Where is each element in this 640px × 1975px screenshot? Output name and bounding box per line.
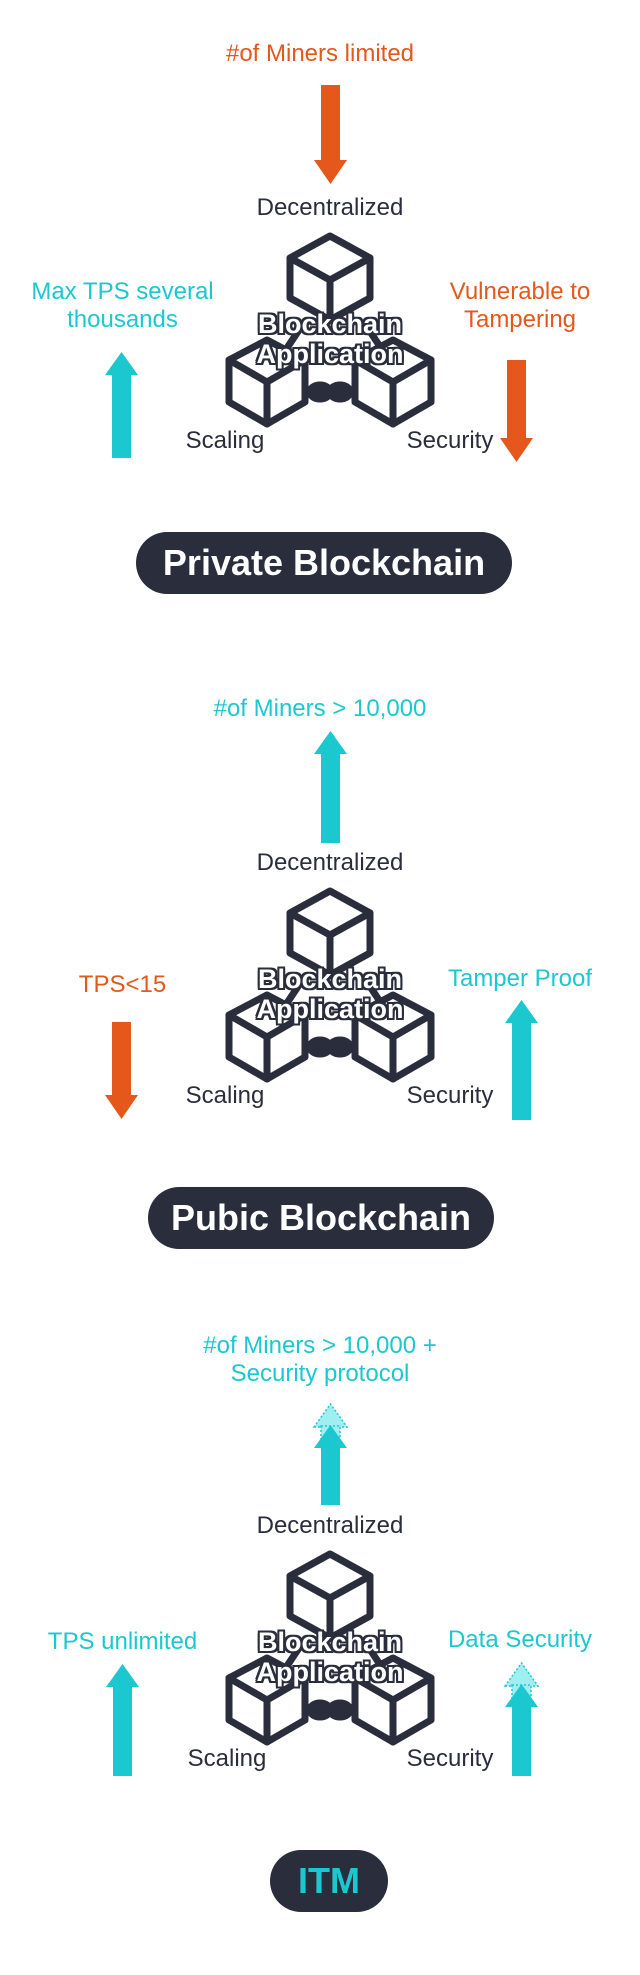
private-blockchain-panel: #of Miners limited Decentralized Max TPS… <box>0 0 640 640</box>
security-label: Security <box>406 427 494 454</box>
security-label: Security <box>406 1082 494 1109</box>
left-note-line2: thousands <box>67 305 178 333</box>
left-note: Max TPS several thousands <box>20 278 225 333</box>
decentralized-label: Decentralized <box>256 849 404 876</box>
top-note: #of Miners > 10,000 <box>213 695 427 722</box>
top-arrow-down <box>314 85 347 184</box>
right-note: Vulnerable to Tampering <box>420 278 620 333</box>
blockchain-hub: Blockchain Application <box>225 232 435 432</box>
blockchain-network-icon <box>225 1550 435 1746</box>
top-note-line2: Security protocol <box>230 1359 410 1387</box>
scaling-label: Scaling <box>185 427 265 454</box>
blockchain-network-icon <box>225 232 435 428</box>
right-note-line1: Vulnerable to <box>449 278 591 305</box>
decentralized-label: Decentralized <box>256 194 404 221</box>
hub-label: Blockchain Application <box>225 309 435 369</box>
security-arrow-up <box>505 1684 538 1776</box>
hub-label-line2: Application <box>256 1656 404 1687</box>
top-note: #of Miners limited <box>225 40 415 67</box>
scaling-arrow-up <box>106 1664 139 1776</box>
scaling-label: Scaling <box>187 1745 267 1772</box>
security-arrow-down <box>500 360 533 462</box>
right-note: Tamper Proof <box>447 965 593 992</box>
hub-label-line1: Blockchain <box>257 1627 403 1657</box>
hub-label-line1: Blockchain <box>257 309 403 339</box>
security-arrow-up <box>505 1000 538 1120</box>
blockchain-network-icon <box>225 887 435 1083</box>
scaling-arrow-down <box>105 1022 138 1119</box>
hub-label: Blockchain Application <box>225 964 435 1024</box>
panel-arrows <box>106 1402 540 1776</box>
right-note-line2: Tampering <box>463 305 577 333</box>
top-arrow-up <box>314 731 347 843</box>
hub-label-line2: Application <box>256 993 404 1024</box>
top-note-line1: #of Miners > 10,000 + <box>203 1332 437 1359</box>
scaling-label: Scaling <box>185 1082 265 1109</box>
top-note: #of Miners > 10,000 + Security protocol <box>150 1332 490 1387</box>
left-note: TPS unlimited <box>47 1628 198 1655</box>
blockchain-hub: Blockchain Application <box>225 887 435 1087</box>
hub-label-line2: Application <box>256 338 404 369</box>
panel-title-pill: ITM <box>270 1850 388 1912</box>
scaling-arrow-up <box>105 352 138 458</box>
itm-panel: #of Miners > 10,000 + Security protocol … <box>0 1310 640 1950</box>
hub-label: Blockchain Application <box>225 1627 435 1687</box>
public-blockchain-panel: #of Miners > 10,000 Decentralized TPS<15… <box>0 655 640 1295</box>
top-arrow-up <box>314 1425 347 1505</box>
hub-label-line1: Blockchain <box>257 964 403 994</box>
panel-title-pill: Pubic Blockchain <box>148 1187 494 1249</box>
panel-arrows <box>105 731 538 1120</box>
left-note: TPS<15 <box>78 971 167 998</box>
panel-title-pill: Private Blockchain <box>136 532 512 594</box>
panel-arrows <box>105 85 533 462</box>
security-label: Security <box>406 1745 494 1772</box>
right-note: Data Security <box>447 1626 593 1653</box>
left-note-line1: Max TPS several <box>31 278 214 305</box>
blockchain-hub: Blockchain Application <box>225 1550 435 1750</box>
decentralized-label: Decentralized <box>256 1512 404 1539</box>
